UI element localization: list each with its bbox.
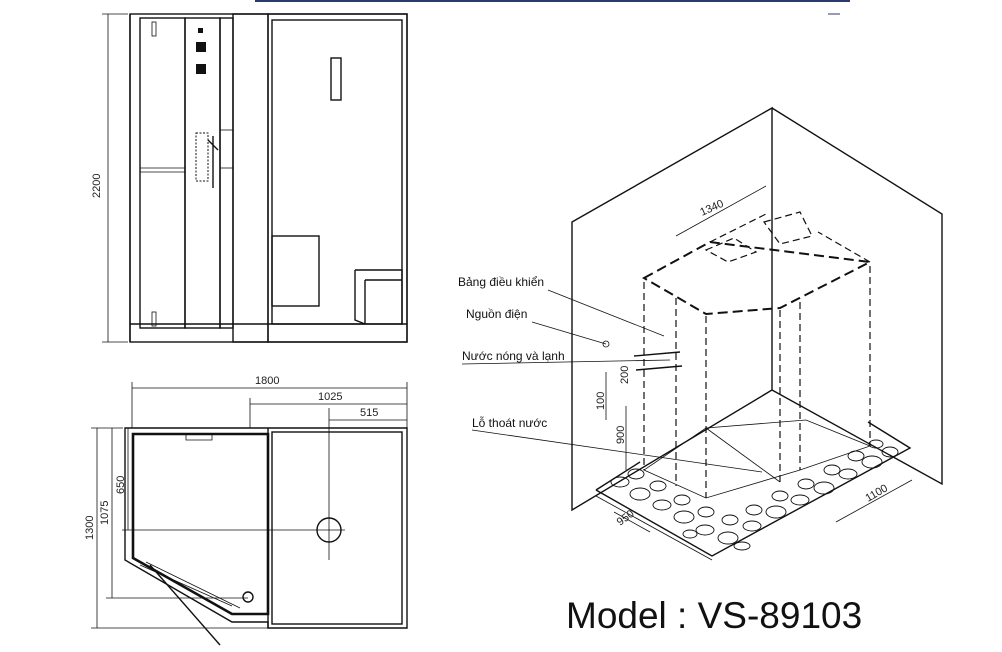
label-power: Nguồn điện [466, 307, 527, 321]
pebble-floor [610, 439, 899, 551]
shower-handle [207, 136, 219, 188]
control-button [196, 64, 206, 74]
wall-lamp [330, 57, 342, 101]
dim-height-2200: 2200 [91, 174, 103, 198]
dim-1025: 1025 [318, 391, 342, 403]
bench [354, 269, 403, 325]
dim-1100: 1100 [864, 482, 890, 504]
dim-width-1800: 1800 [255, 375, 279, 387]
dim-100: 100 [595, 392, 607, 410]
control-button [196, 42, 206, 52]
dim-515: 515 [360, 407, 378, 419]
model-title: Model : VS-89103 [566, 595, 862, 636]
plan-view: 1800 1025 515 1300 1075 650 [84, 375, 408, 646]
dim-depth-1300: 1300 [84, 516, 96, 540]
front-view: 2200 [91, 13, 408, 343]
control-button [198, 28, 203, 33]
label-hot-cold-water: Nước nóng và lạnh [462, 349, 565, 363]
dim-1075: 1075 [99, 501, 111, 525]
wall-panel [271, 235, 320, 307]
label-control-panel: Bảng điều khiển [458, 275, 544, 289]
dim-900: 900 [615, 426, 627, 444]
dim-650: 650 [115, 476, 127, 494]
isometric-view: 1340 200 100 900 950 1100 [461, 106, 943, 561]
shower-head-grid [195, 132, 209, 182]
dim-200: 200 [619, 366, 631, 384]
label-drain: Lỗ thoát nước [472, 415, 547, 430]
